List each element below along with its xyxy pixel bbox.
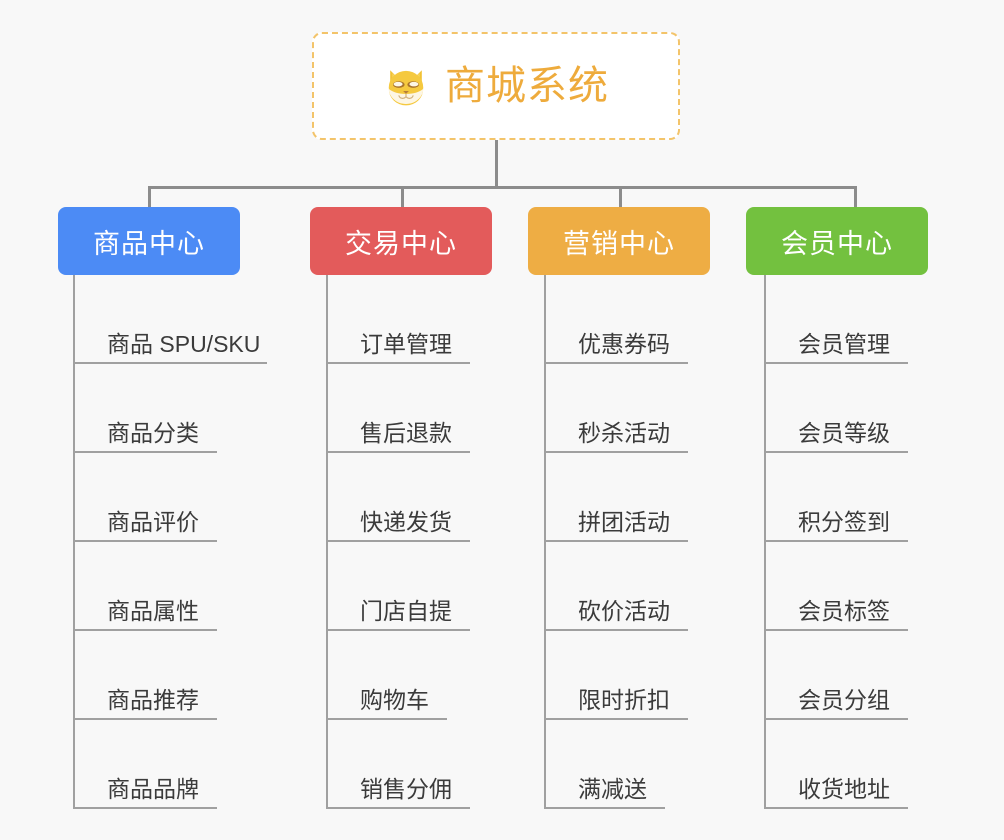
- category-box-member-center[interactable]: 会员中心: [746, 207, 928, 275]
- leaf-item-underline: [73, 451, 217, 453]
- leaf-item-underline: [73, 807, 217, 809]
- leaf-item-underline: [73, 540, 217, 542]
- leaf-item-underline: [326, 540, 470, 542]
- leaf-item-label: 商品 SPU/SKU: [107, 331, 261, 357]
- leaf-item-label: 会员等级: [798, 420, 890, 446]
- dog-face-icon: [383, 63, 429, 109]
- trunk-vertical-line: [495, 140, 498, 188]
- leaf-item-label: 订单管理: [360, 331, 452, 357]
- category-label-marketing-center: 营销中心: [563, 228, 675, 259]
- leaf-spine-line: [326, 275, 328, 809]
- category-box-product-center[interactable]: 商品中心: [58, 207, 240, 275]
- leaf-spine-line: [764, 275, 766, 809]
- leaf-item-underline: [326, 807, 470, 809]
- leaf-item-label: 砍价活动: [578, 598, 670, 624]
- leaf-item-label: 商品品牌: [107, 776, 199, 802]
- leaf-item-underline: [764, 807, 908, 809]
- leaf-item-label: 购物车: [360, 687, 429, 713]
- leaf-item-underline: [544, 540, 688, 542]
- leaf-item-underline: [326, 718, 447, 720]
- leaf-item-label: 快递发货: [360, 509, 452, 535]
- leaf-spine-line: [544, 275, 546, 809]
- leaf-item-underline: [544, 718, 688, 720]
- leaf-item-label: 售后退款: [360, 420, 452, 446]
- leaf-item-label: 收货地址: [798, 776, 890, 802]
- leaf-item-underline: [73, 629, 217, 631]
- leaf-item-label: 商品评价: [107, 509, 199, 535]
- category-label-trade-center: 交易中心: [345, 228, 457, 259]
- leaf-item-label: 满减送: [578, 776, 647, 802]
- leaf-item-label: 商品推荐: [107, 687, 199, 713]
- branch-drop-line-3: [619, 186, 622, 208]
- root-node-shopping-mall-system[interactable]: 商城系统: [312, 32, 680, 140]
- leaf-item-underline: [544, 807, 665, 809]
- leaf-item-label: 商品分类: [107, 420, 199, 446]
- leaf-item-underline: [544, 451, 688, 453]
- category-label-member-center: 会员中心: [781, 228, 893, 259]
- leaf-item-underline: [326, 451, 470, 453]
- leaf-item-label: 积分签到: [798, 509, 890, 535]
- leaf-item-underline: [326, 362, 470, 364]
- leaf-item-underline: [544, 362, 688, 364]
- leaf-item-label: 会员分组: [798, 687, 890, 713]
- branch-drop-line-4: [854, 186, 857, 208]
- leaf-item-underline: [764, 362, 908, 364]
- root-title: 商城系统: [445, 64, 609, 108]
- leaf-spine-line: [73, 275, 75, 809]
- leaf-item-underline: [544, 629, 688, 631]
- leaf-item-label: 秒杀活动: [578, 420, 670, 446]
- leaf-item-underline: [764, 629, 908, 631]
- branch-drop-line-2: [401, 186, 404, 208]
- trunk-horizontal-bus: [149, 186, 856, 189]
- leaf-item-label: 会员标签: [798, 598, 890, 624]
- leaf-item-underline: [73, 718, 217, 720]
- leaf-item-label: 商品属性: [107, 598, 199, 624]
- leaf-item-label: 限时折扣: [578, 687, 670, 713]
- leaf-item-underline: [73, 362, 267, 364]
- leaf-item-label: 门店自提: [360, 598, 452, 624]
- leaf-item-underline: [764, 451, 908, 453]
- leaf-item-underline: [326, 629, 470, 631]
- leaf-item-label: 优惠券码: [578, 331, 670, 357]
- leaf-item-label: 拼团活动: [578, 509, 670, 535]
- leaf-item-underline: [764, 540, 908, 542]
- leaf-item-underline: [764, 718, 908, 720]
- category-label-product-center: 商品中心: [93, 228, 205, 259]
- category-box-trade-center[interactable]: 交易中心: [310, 207, 492, 275]
- category-box-marketing-center[interactable]: 营销中心: [528, 207, 710, 275]
- leaf-item-label: 会员管理: [798, 331, 890, 357]
- branch-drop-line-1: [148, 186, 151, 208]
- leaf-item-label: 销售分佣: [360, 776, 452, 802]
